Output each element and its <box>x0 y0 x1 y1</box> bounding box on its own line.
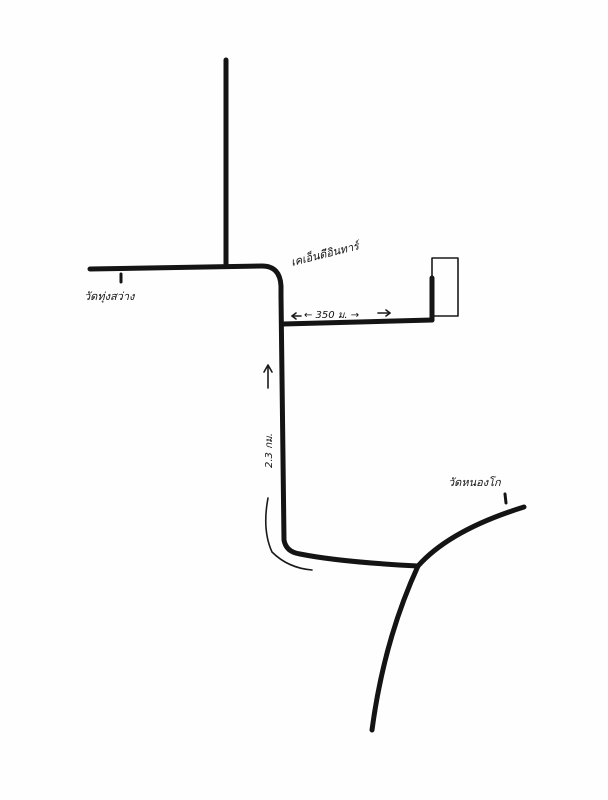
distance-arrows <box>291 309 391 320</box>
road-southeast-curve <box>369 504 527 733</box>
road-bend-guide <box>264 497 313 571</box>
tick-temple-southeast <box>503 492 508 505</box>
road-west <box>87 263 284 299</box>
road-main-vertical <box>278 293 421 569</box>
label-distance-vertical: 2.3 กม. <box>264 433 275 468</box>
label-distance-east: ← 350 ม. → <box>304 310 359 321</box>
label-temple-southeast: วัดหนองโก <box>448 476 502 489</box>
label-landmark-corner: เคเอ็นดีอินทาร์ <box>289 238 363 269</box>
label-temple-west: วัดทุ่งสว่าง <box>84 290 136 303</box>
arrow-up-icon <box>263 364 273 389</box>
road-east-spur <box>280 317 435 327</box>
destination-building <box>431 257 459 317</box>
